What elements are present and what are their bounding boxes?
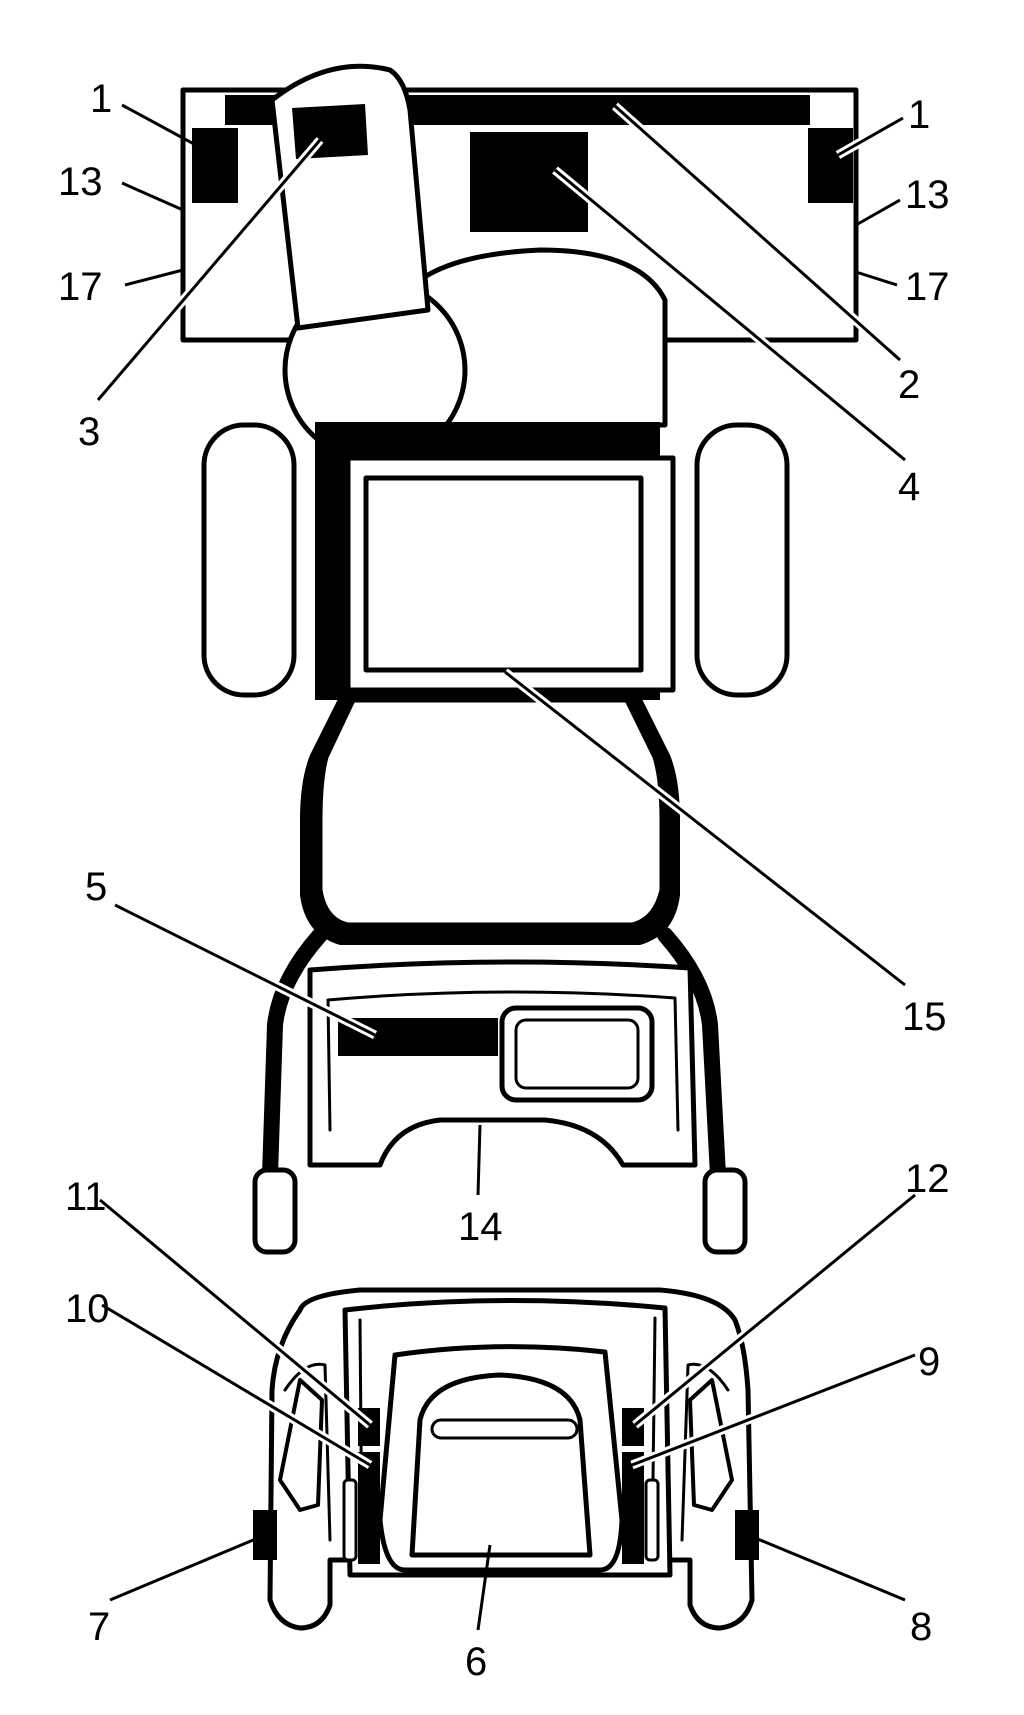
- leader-10: [101, 1303, 371, 1467]
- callout-17-right: 17: [905, 265, 950, 309]
- left-rear-reflector: [342, 1478, 358, 1562]
- left-rear-lamp: [278, 1378, 324, 1512]
- right-lower-rear-module: [622, 1452, 644, 1564]
- leader-13-right: [855, 198, 901, 227]
- right-rear-reflector: [644, 1478, 660, 1562]
- instrument-panel-frame: [345, 455, 676, 693]
- right-exhaust-tip: [702, 1167, 748, 1255]
- rear-body-inner-contour: [326, 990, 680, 1132]
- leader-lines: [94, 102, 918, 1631]
- leader-17-right: [855, 270, 898, 287]
- leader-15: [504, 670, 906, 987]
- right-upper-rear-module: [622, 1408, 644, 1446]
- callout-13-right: 13: [905, 173, 950, 217]
- leader-1-right: [837, 116, 904, 157]
- leader-12: [634, 1193, 916, 1427]
- instrument-panel-inner: [363, 475, 644, 673]
- callout-7: 7: [88, 1605, 110, 1649]
- callout-labels: 1 1 13 13 17 17 3 2 4 15 5 14 11 10 12 9…: [58, 77, 950, 1684]
- right-front-wheel: [694, 422, 790, 698]
- leader-17-left: [124, 268, 184, 287]
- leader-2: [614, 104, 901, 362]
- leader-13-left: [121, 181, 184, 212]
- callout-4: 4: [898, 465, 920, 509]
- leader-3: [96, 139, 322, 401]
- leader-4: [554, 168, 906, 462]
- intake-sensor-module: [292, 104, 368, 159]
- leader-11: [99, 1198, 371, 1427]
- left-exhaust-tip: [252, 1167, 298, 1255]
- rear-handle: [430, 1418, 579, 1440]
- left-front-corner-module: [192, 128, 238, 203]
- leader-14: [476, 1124, 482, 1196]
- leader-1-left: [121, 103, 206, 152]
- leader-7: [109, 1533, 266, 1602]
- callout-14: 14: [458, 1205, 503, 1249]
- callout-5: 5: [85, 865, 107, 909]
- callout-3: 3: [78, 410, 100, 454]
- right-front-corner-module: [808, 128, 853, 203]
- rear-module-box-outer: [499, 1005, 655, 1103]
- right-frame-rail: [657, 927, 726, 1183]
- leader-6: [476, 1544, 492, 1631]
- callout-8: 8: [910, 1605, 932, 1649]
- callout-11: 11: [65, 1175, 107, 1219]
- license-plate-pocket: [409, 1372, 593, 1558]
- callout-2: 2: [898, 363, 920, 407]
- rear-bumper-assembly: [253, 1287, 759, 1631]
- leader-9: [631, 1353, 916, 1467]
- right-bumper-sensor: [735, 1510, 759, 1560]
- rear-module-bar: [338, 1018, 498, 1056]
- rear-module-box-inner: [514, 1018, 640, 1090]
- callout-9: 9: [918, 1340, 940, 1384]
- cab-floor: [317, 697, 665, 928]
- callout-17-left: 17: [58, 265, 103, 309]
- callout-10: 10: [65, 1287, 110, 1331]
- leader-8: [747, 1533, 906, 1602]
- callout-15: 15: [902, 995, 947, 1039]
- callout-12: 12: [905, 1157, 950, 1201]
- callout-13-left: 13: [58, 160, 103, 204]
- leader-5: [114, 903, 376, 1037]
- callout-6: 6: [465, 1640, 487, 1684]
- left-frame-rail: [262, 927, 328, 1183]
- frame-and-body: [252, 422, 748, 1255]
- left-lower-rear-module: [358, 1452, 380, 1564]
- callout-1-right: 1: [908, 93, 930, 137]
- left-front-wheel: [201, 422, 297, 698]
- right-rear-lamp: [688, 1378, 734, 1512]
- rear-body-section: [307, 959, 698, 1168]
- callout-1-left: 1: [90, 77, 112, 121]
